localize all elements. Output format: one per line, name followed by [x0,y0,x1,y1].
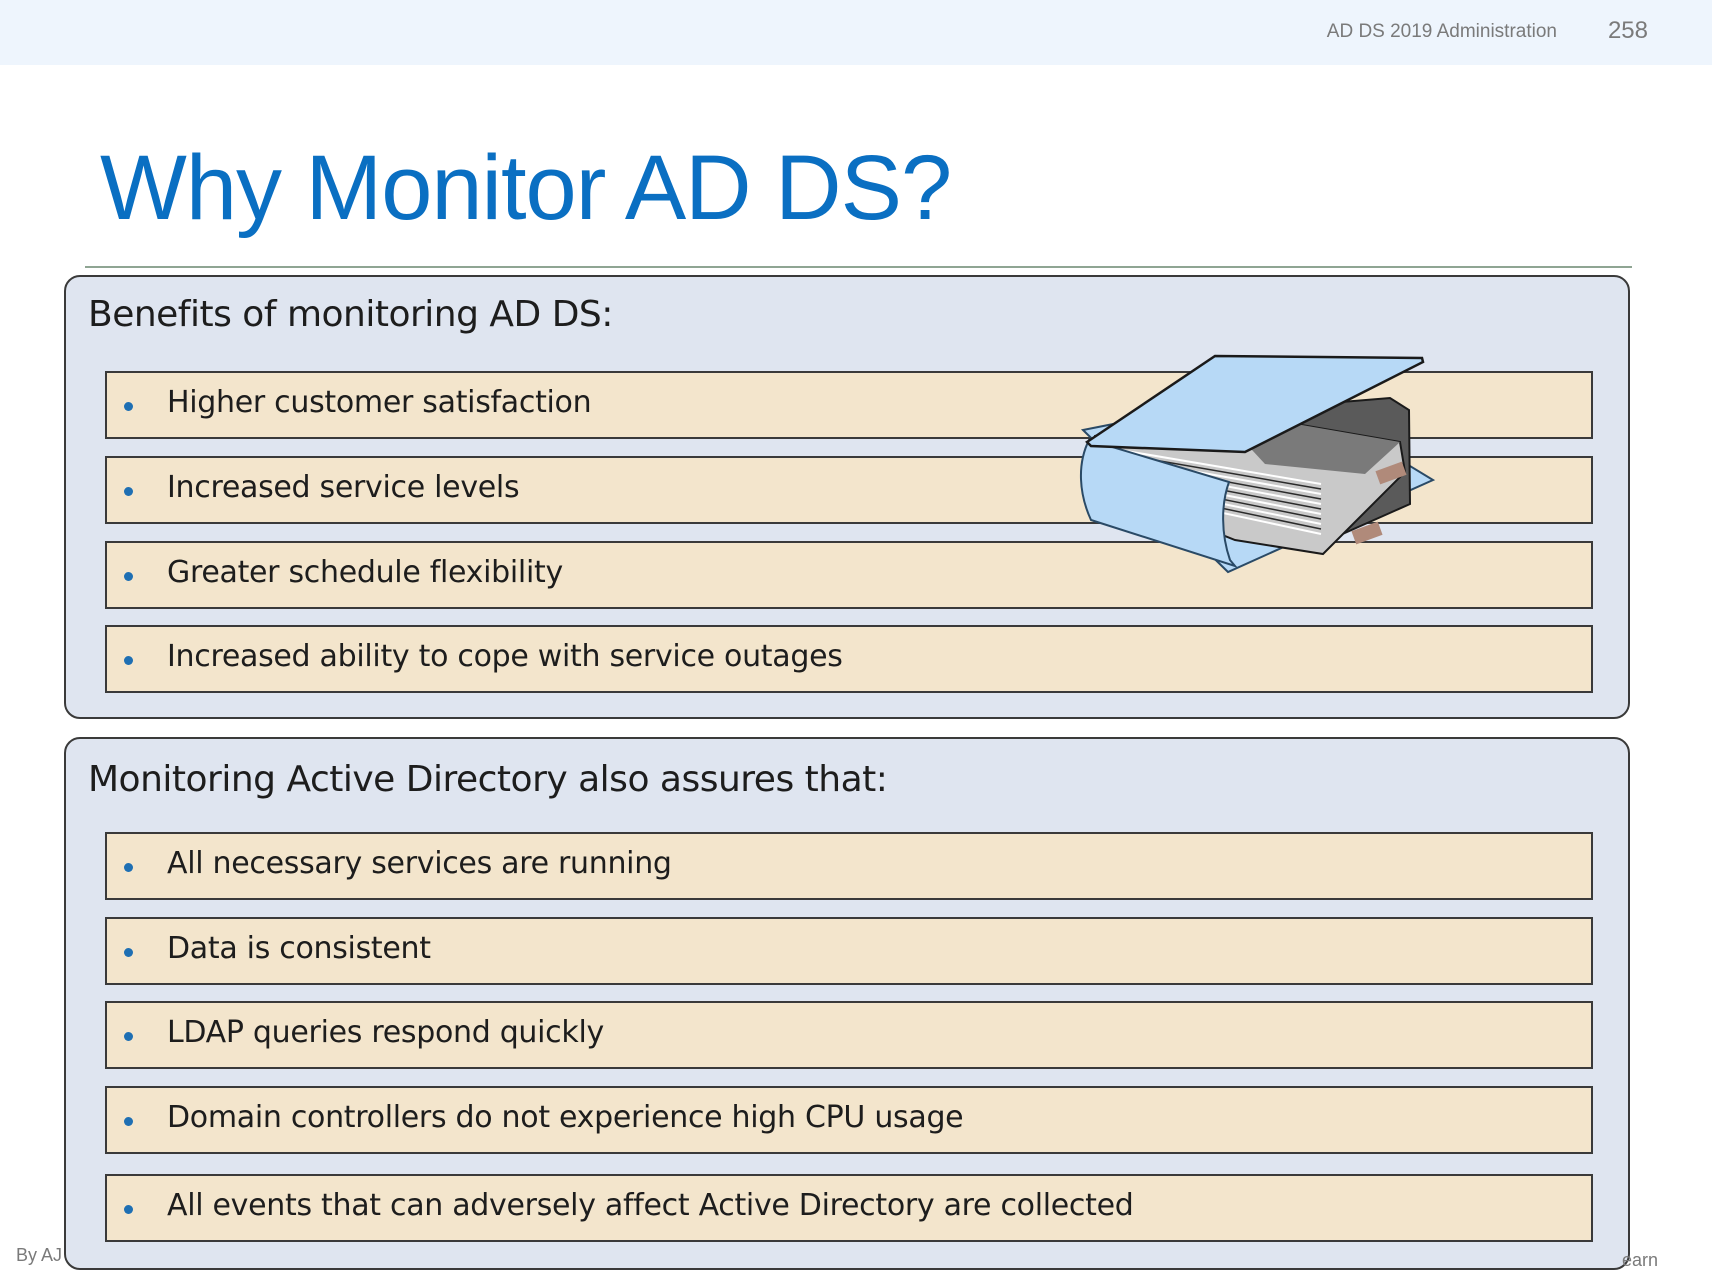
benefit-item: Increased ability to cope with service o… [105,625,1593,693]
binder-spine [1080,438,1238,568]
bullet-icon [124,948,133,957]
assurance-item-text: All events that can adversely affect Act… [167,1188,1134,1223]
binder-tab [1375,461,1407,485]
title-divider [85,266,1632,268]
assurance-item-text: Domain controllers do not experience hig… [167,1100,964,1135]
benefit-item-text: Increased ability to cope with service o… [167,639,843,674]
bullet-icon [124,656,133,665]
assurance-item: Domain controllers do not experience hig… [105,1086,1593,1154]
benefit-item-text: Greater schedule flexibility [167,555,563,590]
assurance-item-text: LDAP queries respond quickly [167,1015,604,1050]
bullet-icon [124,402,133,411]
assurances-heading: Monitoring Active Directory also assures… [88,759,888,800]
benefits-heading: Benefits of monitoring AD DS: [88,294,613,335]
bullet-icon [124,572,133,581]
footer-author: By AJ [16,1245,63,1265]
assurance-item-text: Data is consistent [167,931,431,966]
page-number: 258 [1607,17,1648,44]
bullet-icon [124,1032,133,1041]
benefit-item-text: Higher customer satisfaction [167,385,592,420]
assurance-item: LDAP queries respond quickly [105,1001,1593,1069]
course-title: AD DS 2019 Administration [1326,21,1557,42]
binder-front-cover [1085,354,1425,454]
assurance-item: All necessary services are running [105,832,1593,900]
benefit-item-text: Increased service levels [167,470,520,505]
bullet-icon [124,863,133,872]
assurance-item: Data is consistent [105,917,1593,985]
assurance-item-text: All necessary services are running [167,846,672,881]
bullet-icon [124,1117,133,1126]
bullet-icon [124,1205,133,1214]
footer-brand: earn [1622,1250,1659,1270]
binder-tab [1351,521,1383,545]
bullet-icon [124,487,133,496]
slide-title: Why Monitor AD DS? [100,137,952,239]
binder-icon [1080,354,1436,574]
assurances-panel: Monitoring Active Directory also assures… [64,737,1630,1270]
benefit-item: Greater schedule flexibility [105,541,1593,609]
header-bar: AD DS 2019 Administration 258 [0,0,1712,65]
assurance-item: All events that can adversely affect Act… [105,1174,1593,1242]
